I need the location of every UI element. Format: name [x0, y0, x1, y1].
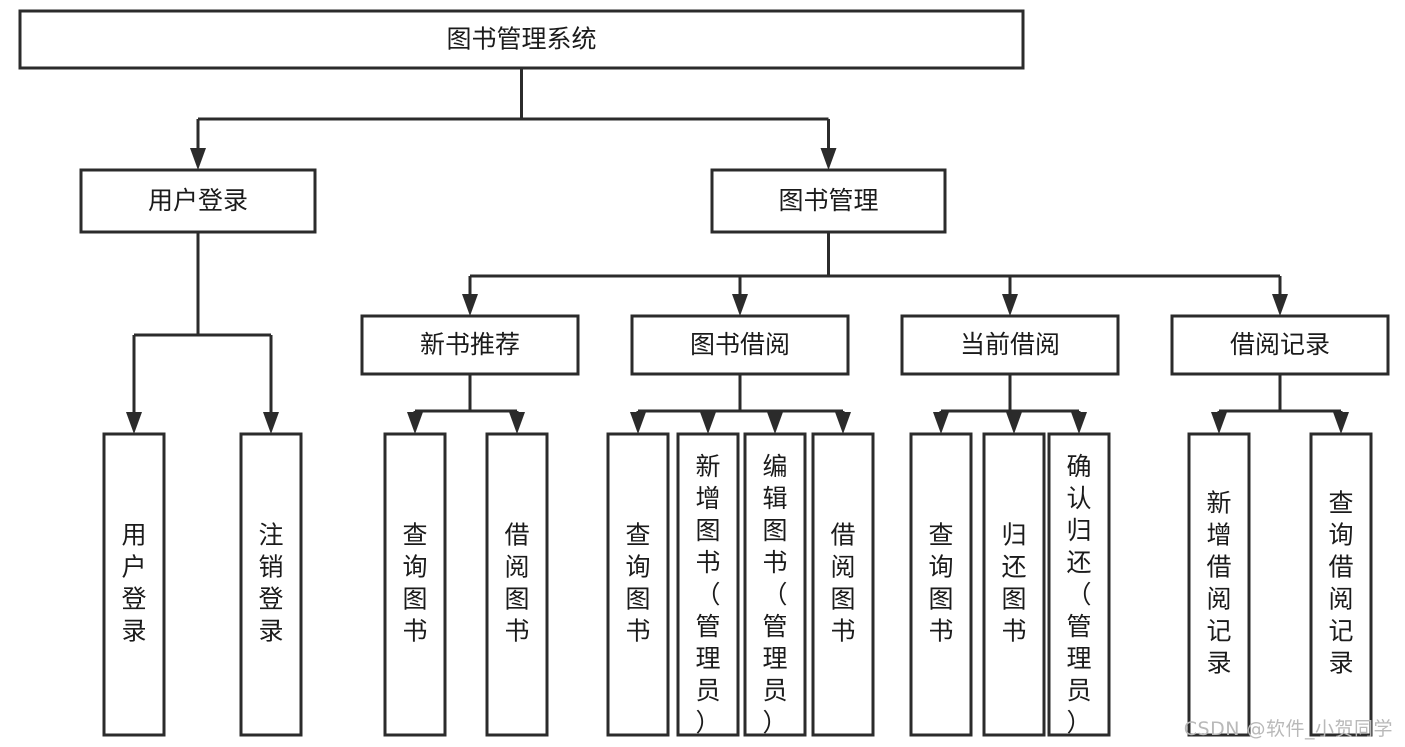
node-box [710, 168, 947, 234]
node-box [909, 432, 973, 737]
node-new-book-recommend[interactable]: 新书推荐 [360, 314, 580, 376]
node-leaf-confirm-return[interactable]: 确认归还（管理员） [1047, 432, 1111, 737]
node-label: 用户登录 [148, 186, 248, 215]
node-box [1170, 314, 1390, 376]
arrow-head-icon [630, 412, 646, 434]
node-box [1047, 432, 1111, 737]
node-user-login[interactable]: 用户登录 [79, 168, 317, 234]
arrow-head-icon [835, 412, 851, 434]
node-book-borrow[interactable]: 图书借阅 [630, 314, 850, 376]
node-box [383, 432, 447, 737]
node-layer: 图书管理系统用户登录图书管理新书推荐图书借阅当前借阅借阅记录用户登录注销登录查询… [18, 9, 1390, 737]
node-label: 查询图书 [625, 521, 650, 646]
arrow-head-icon [1006, 412, 1022, 434]
arrow-head-icon [1333, 412, 1349, 434]
node-label: 当前借阅 [960, 330, 1060, 359]
node-box [743, 432, 807, 737]
node-label: 查询图书 [928, 521, 953, 646]
node-leaf-borrow-book-2[interactable]: 借阅图书 [811, 432, 875, 737]
arrow-head-icon [407, 412, 423, 434]
node-label: 新增借阅记录 [1206, 489, 1231, 678]
node-label: 图书管理 [778, 186, 878, 215]
node-box [900, 314, 1120, 376]
node-label: 查询借阅记录 [1328, 489, 1353, 678]
node-leaf-query-book-2[interactable]: 查询图书 [606, 432, 670, 737]
arrow-head-icon [190, 148, 206, 170]
node-box [982, 432, 1046, 737]
node-box [1187, 432, 1251, 737]
node-leaf-query-book-1[interactable]: 查询图书 [383, 432, 447, 737]
node-box [18, 9, 1025, 70]
arrow-head-icon [732, 294, 748, 316]
node-label: 新书推荐 [420, 330, 520, 359]
arrow-head-icon [1211, 412, 1227, 434]
arrow-head-icon [462, 294, 478, 316]
arrow-head-icon [820, 148, 837, 170]
node-label: 借阅图书 [830, 521, 855, 646]
arrow-head-icon [767, 412, 783, 434]
node-label: 编辑图书（管理员） [762, 452, 787, 737]
node-box [102, 432, 166, 737]
arrow-head-icon [509, 412, 525, 434]
node-label: 借阅图书 [504, 521, 529, 646]
node-label: 归还图书 [1001, 521, 1026, 646]
node-label: 查询图书 [402, 521, 427, 646]
arrow-head-icon [263, 412, 279, 434]
arrow-head-icon [1071, 412, 1087, 434]
node-leaf-query-book-3[interactable]: 查询图书 [909, 432, 973, 737]
node-label: 用户登录 [121, 521, 146, 646]
arrow-head-icon [1272, 294, 1288, 316]
node-leaf-add-record[interactable]: 新增借阅记录 [1187, 432, 1251, 737]
node-box [485, 432, 549, 737]
arrow-head-icon [1002, 294, 1018, 316]
node-label: 图书借阅 [690, 330, 790, 359]
node-box [79, 168, 317, 234]
node-leaf-borrow-book-1[interactable]: 借阅图书 [485, 432, 549, 737]
node-box [630, 314, 850, 376]
connector-layer [126, 68, 1349, 434]
node-borrow-record[interactable]: 借阅记录 [1170, 314, 1390, 376]
node-box [606, 432, 670, 737]
node-leaf-user-login[interactable]: 用户登录 [102, 432, 166, 737]
node-box [360, 314, 580, 376]
node-label: 新增图书（管理员） [695, 452, 720, 737]
node-leaf-add-book[interactable]: 新增图书（管理员） [676, 432, 740, 737]
arrow-head-icon [126, 412, 142, 434]
node-box [811, 432, 875, 737]
node-box [239, 432, 303, 737]
node-label: 注销登录 [258, 521, 283, 646]
node-leaf-edit-book[interactable]: 编辑图书（管理员） [743, 432, 807, 737]
node-box [676, 432, 740, 737]
node-leaf-return-book[interactable]: 归还图书 [982, 432, 1046, 737]
node-box [1309, 432, 1373, 737]
arrow-head-icon [933, 412, 949, 434]
node-label: 图书管理系统 [446, 25, 596, 54]
node-label: 借阅记录 [1230, 330, 1330, 359]
node-root[interactable]: 图书管理系统 [18, 9, 1025, 70]
node-label: 确认归还（管理员） [1066, 452, 1091, 737]
node-current-borrow[interactable]: 当前借阅 [900, 314, 1120, 376]
node-leaf-query-record[interactable]: 查询借阅记录 [1309, 432, 1373, 737]
arrow-head-icon [700, 412, 716, 434]
node-leaf-user-logout[interactable]: 注销登录 [239, 432, 303, 737]
node-book-manage[interactable]: 图书管理 [710, 168, 947, 234]
